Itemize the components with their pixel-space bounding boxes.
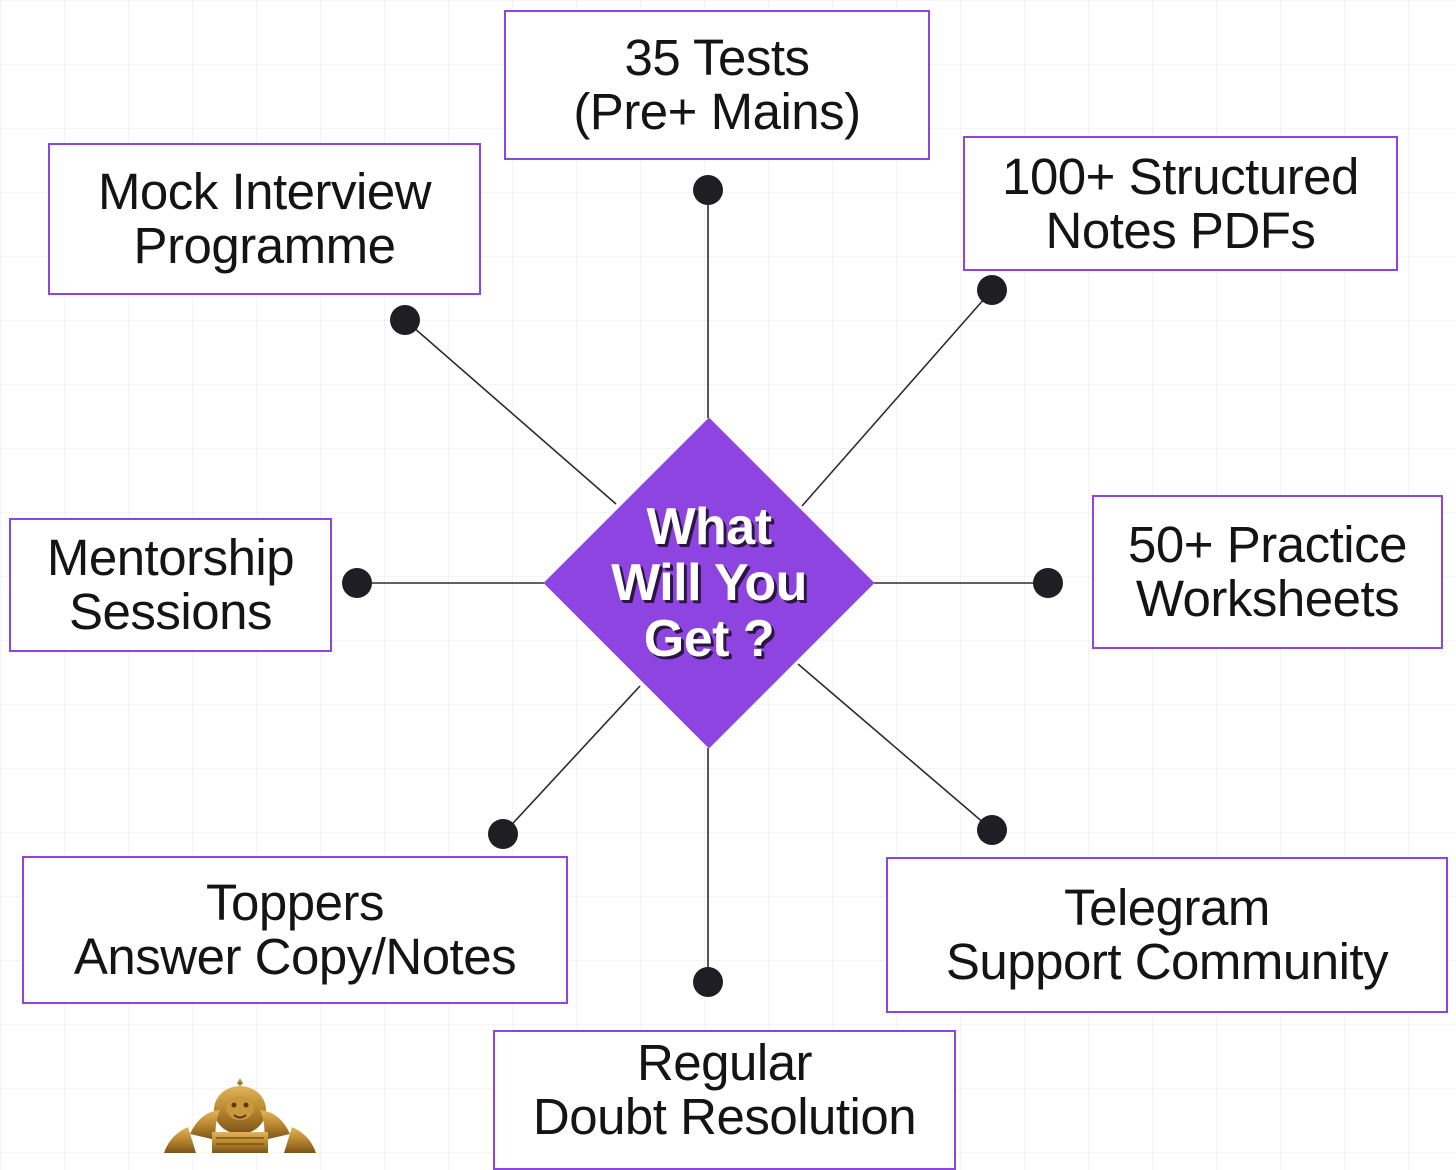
center-diamond: What Will You Get ? bbox=[543, 417, 875, 749]
item-label-toppers: Toppers Answer Copy/Notes bbox=[73, 874, 517, 985]
node-dot-notes bbox=[977, 275, 1007, 305]
center-title: What Will You Get ? bbox=[611, 498, 807, 668]
item-label-practice: 50+ Practice Worksheets bbox=[1128, 516, 1407, 627]
node-dot-toppers bbox=[488, 819, 518, 849]
item-label-notes: 100+ Structured Notes PDFs bbox=[1002, 147, 1359, 259]
node-dot-practice bbox=[1033, 568, 1063, 598]
node-dot-telegram bbox=[977, 815, 1007, 845]
item-box-mock-interview: Mock Interview Programme bbox=[48, 143, 481, 295]
item-label-tests: 35 Tests (Pre+ Mains) bbox=[573, 29, 861, 140]
item-box-telegram: Telegram Support Community bbox=[886, 857, 1448, 1013]
item-label-doubt: Regular Doubt Resolution bbox=[532, 1034, 917, 1145]
connector-mock bbox=[404, 319, 617, 505]
node-dot-tests bbox=[693, 175, 723, 205]
item-box-practice: 50+ Practice Worksheets bbox=[1092, 495, 1443, 649]
item-box-tests: 35 Tests (Pre+ Mains) bbox=[504, 10, 930, 160]
item-box-doubt: Regular Doubt Resolution bbox=[493, 1030, 956, 1170]
node-dot-mentor bbox=[342, 568, 372, 598]
connector-toppers bbox=[502, 685, 641, 835]
item-label-telegram: Telegram Support Community bbox=[945, 879, 1389, 990]
item-box-notes: 100+ Structured Notes PDFs bbox=[963, 136, 1398, 271]
node-dot-mock bbox=[390, 305, 420, 335]
item-label-mock-interview: Mock Interview Programme bbox=[97, 163, 432, 274]
item-label-mentorship: Mentorship Sessions bbox=[46, 529, 295, 640]
gold-lion-emblem-icon bbox=[164, 1078, 316, 1153]
node-dot-doubt bbox=[693, 967, 723, 997]
item-box-mentorship: Mentorship Sessions bbox=[9, 518, 332, 652]
connector-telegram bbox=[797, 663, 993, 831]
item-box-toppers: Toppers Answer Copy/Notes bbox=[22, 856, 568, 1004]
connector-notes bbox=[801, 289, 993, 507]
